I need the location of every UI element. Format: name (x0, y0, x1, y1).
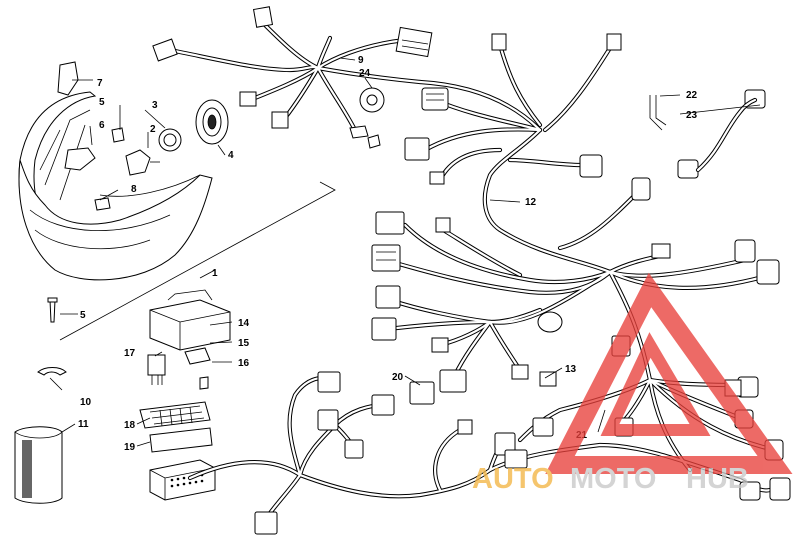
callout-8: 8 (131, 184, 137, 195)
leader-lines (49, 57, 761, 447)
wire-harness (167, 19, 778, 523)
callout-1: 1 (212, 268, 218, 279)
watermark-text-moto: MOTO (570, 463, 656, 495)
callout-12: 12 (525, 197, 537, 208)
callout-4: 4 (228, 150, 234, 161)
callout-2: 2 (150, 124, 156, 135)
callout-10: 10 (80, 397, 92, 408)
callout-7: 7 (97, 78, 103, 89)
fuse-grid (149, 405, 205, 427)
watermark-text-hub: HUB (686, 463, 749, 495)
callout-5-upper: 5 (99, 97, 105, 108)
callout-19: 19 (124, 442, 136, 453)
callout-24: 24 (359, 68, 371, 79)
watermark-text-auto: AUTO (472, 463, 554, 495)
assembly-bracket-line (59, 181, 336, 341)
callout-16: 16 (238, 358, 250, 369)
callout-11: 11 (78, 419, 89, 430)
callout-13: 13 (565, 364, 577, 375)
callout-5-lower: 5 (80, 310, 86, 321)
watermark-triangle-icon (545, 272, 793, 474)
callout-22: 22 (686, 90, 698, 101)
callout-23: 23 (686, 110, 698, 121)
headlight-housing (18, 61, 229, 323)
callout-9: 9 (358, 55, 364, 66)
callout-20: 20 (392, 372, 404, 383)
callout-3: 3 (152, 100, 158, 111)
callout-15: 15 (238, 338, 250, 349)
callout-6: 6 (99, 120, 105, 131)
watermark-logo: AUTO MOTO HUB (472, 272, 793, 495)
callout-14: 14 (238, 318, 250, 329)
callout-18: 18 (124, 420, 136, 431)
callout-17: 17 (124, 348, 136, 359)
fuse-relay-parts (14, 289, 231, 504)
